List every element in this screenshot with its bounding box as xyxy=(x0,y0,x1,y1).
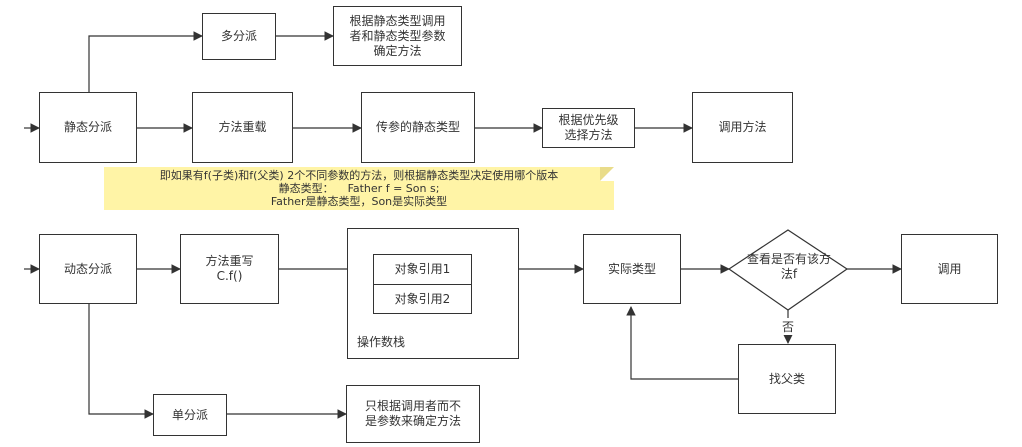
note-fold-corner xyxy=(600,167,614,181)
box-object-ref-2: 对象引用2 xyxy=(373,284,472,314)
box-static-dispatch: 静态分派 xyxy=(39,92,137,163)
box-find-parent: 找父类 xyxy=(738,344,836,414)
label-no: 否 xyxy=(782,318,795,335)
box-object-ref-1: 对象引用1 xyxy=(373,254,472,285)
box-method-overload: 方法重载 xyxy=(192,92,293,163)
box-dynamic-dispatch: 动态分派 xyxy=(39,234,137,304)
arrow-parent-loop xyxy=(626,306,738,380)
note-line-1: 即如果有f(子类)和f(父类) 2个不同参数的方法，则根据静态类型决定使用哪个版… xyxy=(159,169,559,182)
arrow-static-to-multi xyxy=(88,31,203,92)
box-invoke-method: 调用方法 xyxy=(692,92,793,163)
box-single-dispatch-desc: 只根据调用者而不 是参数来确定方法 xyxy=(346,385,480,443)
box-multi-dispatch: 多分派 xyxy=(202,13,276,60)
note-line-3: Father是静态类型，Son是实际类型 xyxy=(270,195,448,208)
box-priority-select: 根据优先级 选择方法 xyxy=(542,108,635,148)
operand-stack-label: 操作数栈 xyxy=(357,335,406,349)
box-invoke: 调用 xyxy=(901,234,998,304)
note-line-2: 静态类型： Father f = Son s; xyxy=(278,182,440,195)
box-method-override: 方法重写 C.f() xyxy=(180,234,279,304)
sticky-note: 即如果有f(子类)和f(父类) 2个不同参数的方法，则根据静态类型决定使用哪个版… xyxy=(104,167,614,210)
box-single-dispatch: 单分派 xyxy=(153,394,227,436)
decision-diamond xyxy=(727,229,849,311)
box-actual-type: 实际类型 xyxy=(583,234,681,304)
arrow-dynamic-to-single xyxy=(88,304,154,419)
box-static-param-type: 传参的静态类型 xyxy=(361,92,475,163)
box-multi-dispatch-desc: 根据静态类型调用 者和静态类型参数 确定方法 xyxy=(333,6,462,66)
decision-check-method-text: 查看是否有该方 法f xyxy=(746,252,831,281)
